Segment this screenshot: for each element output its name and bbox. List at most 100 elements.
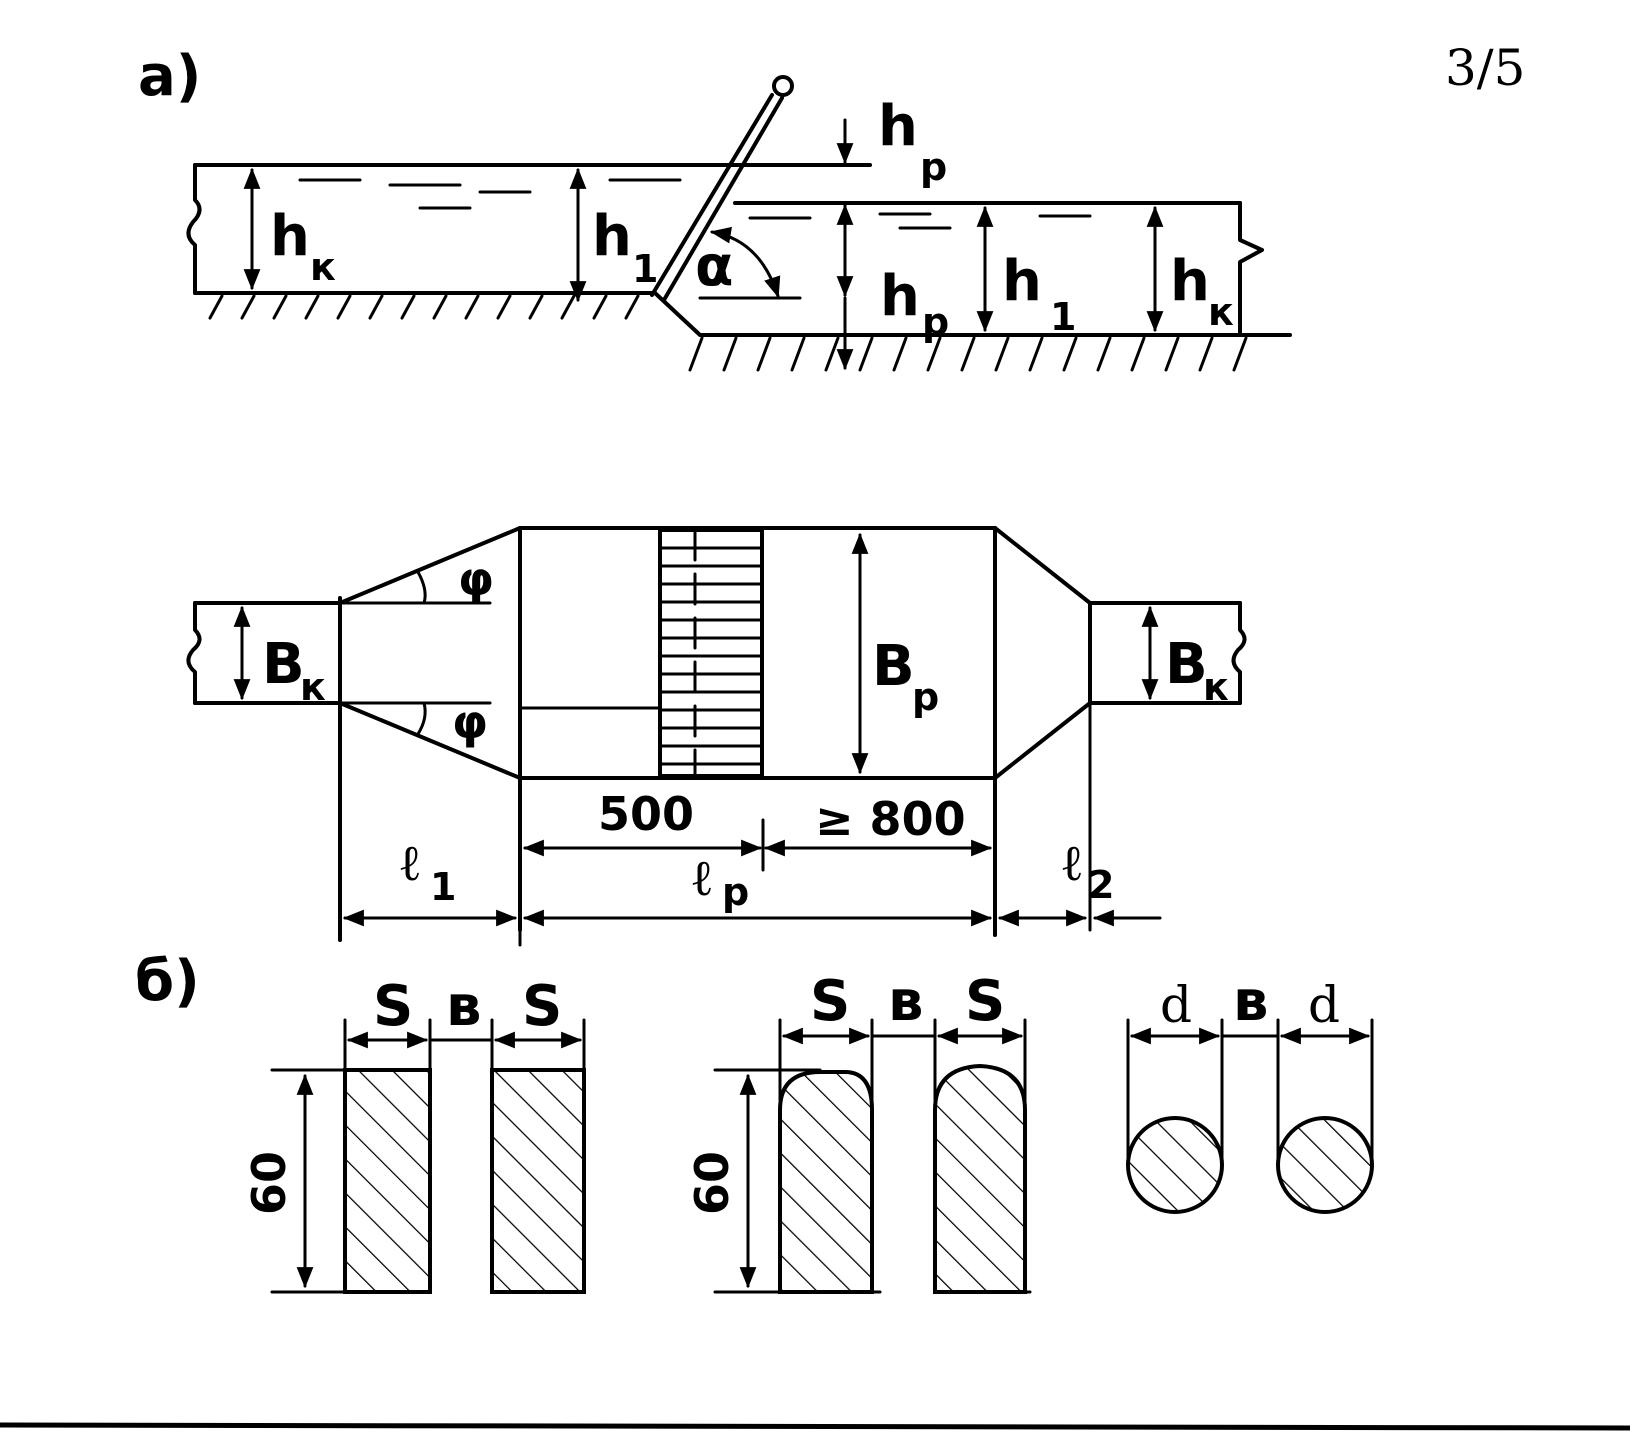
label-rect-height: 60 <box>242 1151 296 1215</box>
label-bk-right-sub: к <box>1203 665 1229 709</box>
outlet-wall-top <box>993 526 1092 605</box>
label-lp-sub: р <box>722 870 749 914</box>
ground-hatch-mark <box>304 294 320 320</box>
rectangular-bars: S в S 60 <box>242 974 586 1294</box>
right-break-line <box>1238 201 1264 337</box>
ground-hatch-mark <box>1096 336 1112 372</box>
ground-hatch-mark <box>892 336 908 372</box>
ground-hatch-mark <box>1164 336 1180 372</box>
ground-hatch-mark <box>400 294 416 320</box>
ground-hatch-mark <box>858 336 874 372</box>
label-bk-left-main: B <box>262 632 305 697</box>
label-round-height: 60 <box>685 1151 739 1215</box>
label-l2-main: ℓ <box>1060 834 1084 892</box>
ground-hatch-mark <box>464 294 480 320</box>
label-h1-right-main: h <box>1002 249 1042 314</box>
inlet-wall-bottom <box>338 701 522 780</box>
outlet-wall-bottom <box>993 701 1092 780</box>
label-l1-main: ℓ <box>398 834 422 892</box>
ground-hatch-mark <box>336 294 352 320</box>
label-800: ≥ 800 <box>815 792 966 846</box>
profile-view: h к h 1 h р α h р h 1 h к <box>186 75 1292 372</box>
rect-bar-right <box>490 1068 586 1294</box>
label-h1-left-main: h <box>592 204 632 269</box>
ground-hatch-mark <box>624 294 640 320</box>
bottom-border <box>0 1422 1631 1431</box>
label-circle-d-right: d <box>1308 976 1340 1034</box>
label-l2-sub: 2 <box>1088 863 1114 907</box>
rounded-bar-right <box>933 1063 1027 1294</box>
inlet-wall-top <box>338 526 522 605</box>
label-h1-left-sub: 1 <box>632 247 658 291</box>
ground-hatch-mark <box>994 336 1010 372</box>
ground-hatching <box>208 294 1248 372</box>
downstream-bed <box>653 291 1292 337</box>
label-l1-sub: 1 <box>430 865 456 909</box>
left-break-line <box>186 163 202 295</box>
angle-alpha-arc <box>709 226 781 298</box>
label-500: 500 <box>598 787 694 841</box>
inclined-screen <box>650 93 774 297</box>
ground-hatch-mark <box>496 294 512 320</box>
label-round-gap: в <box>888 969 923 1034</box>
label-round-s-right: S <box>965 969 1005 1034</box>
circular-bars: d в d <box>1126 969 1374 1214</box>
label-bp-main: B <box>872 634 915 699</box>
ground-hatch-mark <box>1130 336 1146 372</box>
part-b-label: б) <box>135 949 200 1014</box>
label-hk-left-main: h <box>270 204 310 269</box>
ground-hatch-mark <box>926 336 942 372</box>
rounded-bars: S в S 60 <box>685 969 1032 1294</box>
label-hp-step-main: h <box>880 264 920 329</box>
part-a-label: а) <box>138 44 201 109</box>
label-circle-gap: в <box>1233 969 1268 1034</box>
label-round-s-left: S <box>810 969 850 1034</box>
label-bp-sub: р <box>912 675 939 719</box>
label-bk-right-main: B <box>1165 632 1208 697</box>
ground-hatch-mark <box>528 294 544 320</box>
rect-bar-left <box>343 1068 432 1294</box>
page-number: 3/5 <box>1445 39 1525 97</box>
ground-hatch-mark <box>1232 336 1248 372</box>
ground-hatch-mark <box>960 336 976 372</box>
label-hk-right-main: h <box>1170 249 1210 314</box>
ground-hatch-mark <box>1198 336 1214 372</box>
plan-left-break <box>186 601 202 705</box>
label-rect-s-left: S <box>373 974 413 1039</box>
ground-hatch-mark <box>1028 336 1044 372</box>
water-ripples <box>298 178 1092 230</box>
ground-hatch-mark <box>824 336 840 372</box>
ground-hatch-mark <box>560 294 576 320</box>
label-circle-d-left: d <box>1160 976 1192 1034</box>
ground-hatch-mark <box>240 294 256 320</box>
screen-grate <box>658 528 764 778</box>
label-lp-main: ℓ <box>690 849 714 907</box>
label-phi-bottom: φ <box>452 695 488 749</box>
screen-handle <box>772 75 794 97</box>
ground-hatch-mark <box>368 294 384 320</box>
label-rect-gap: в <box>446 974 481 1039</box>
label-rect-s-right: S <box>522 974 562 1039</box>
label-hp-top-sub: р <box>920 145 947 189</box>
ground-hatch-mark <box>208 294 224 320</box>
plan-view: φ φ B р B к B к 500 ≥ 800 <box>186 526 1247 947</box>
label-hk-right-sub: к <box>1208 290 1234 334</box>
ground-hatch-mark <box>790 336 806 372</box>
circle-bar-right <box>1276 1116 1374 1214</box>
label-phi-top: φ <box>458 552 494 606</box>
grate-bars <box>658 528 764 778</box>
ground-hatch-mark <box>432 294 448 320</box>
rounded-bar-left <box>778 1070 874 1294</box>
label-hk-left-sub: к <box>310 245 336 289</box>
ground-hatch-mark <box>688 336 704 372</box>
ground-hatch-mark <box>722 336 738 372</box>
label-hp-top-main: h <box>878 94 918 159</box>
ground-hatch-mark <box>592 294 608 320</box>
circle-bar-left <box>1126 1116 1224 1214</box>
ground-hatch-mark <box>272 294 288 320</box>
label-h1-right-sub: 1 <box>1050 295 1076 339</box>
ground-hatch-mark <box>1062 336 1078 372</box>
ground-hatch-mark <box>756 336 772 372</box>
label-hp-step-sub: р <box>922 300 949 344</box>
